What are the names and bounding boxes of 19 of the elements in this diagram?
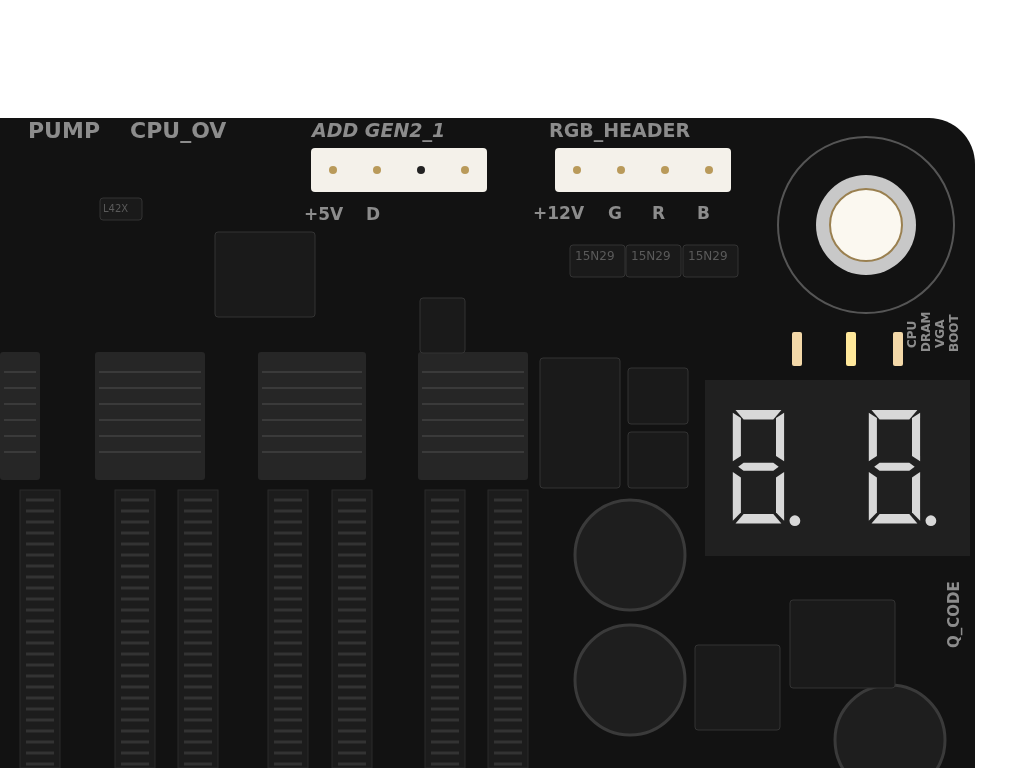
silkscreen-label: +5V	[304, 206, 344, 223]
silkscreen-label: VGA	[934, 319, 946, 348]
silkscreen-label: ADD GEN2_1	[312, 121, 446, 140]
silkscreen-label: +12V	[533, 205, 585, 222]
chip-marking: 15N29	[575, 250, 615, 262]
silkscreen-label: R	[652, 205, 666, 222]
silkscreen-label: G	[608, 205, 622, 222]
silkscreen-label: BOOT	[948, 314, 960, 352]
chip-marking: L42X	[103, 204, 129, 214]
silkscreen-label: DRAM	[920, 311, 932, 352]
chip-marking: 15N29	[688, 250, 728, 262]
silkscreen-label: RGB_HEADER	[549, 121, 691, 140]
silkscreen-label: PUMP	[28, 120, 100, 142]
chip-marking: 15N29	[631, 250, 671, 262]
silkscreen-label: Q_CODE	[947, 581, 962, 648]
silkscreen-label: B	[697, 205, 710, 222]
silkscreen-label: CPU_OV	[130, 120, 227, 142]
silkscreen-label: CPU	[906, 320, 918, 348]
silkscreen-label: D	[366, 206, 381, 223]
